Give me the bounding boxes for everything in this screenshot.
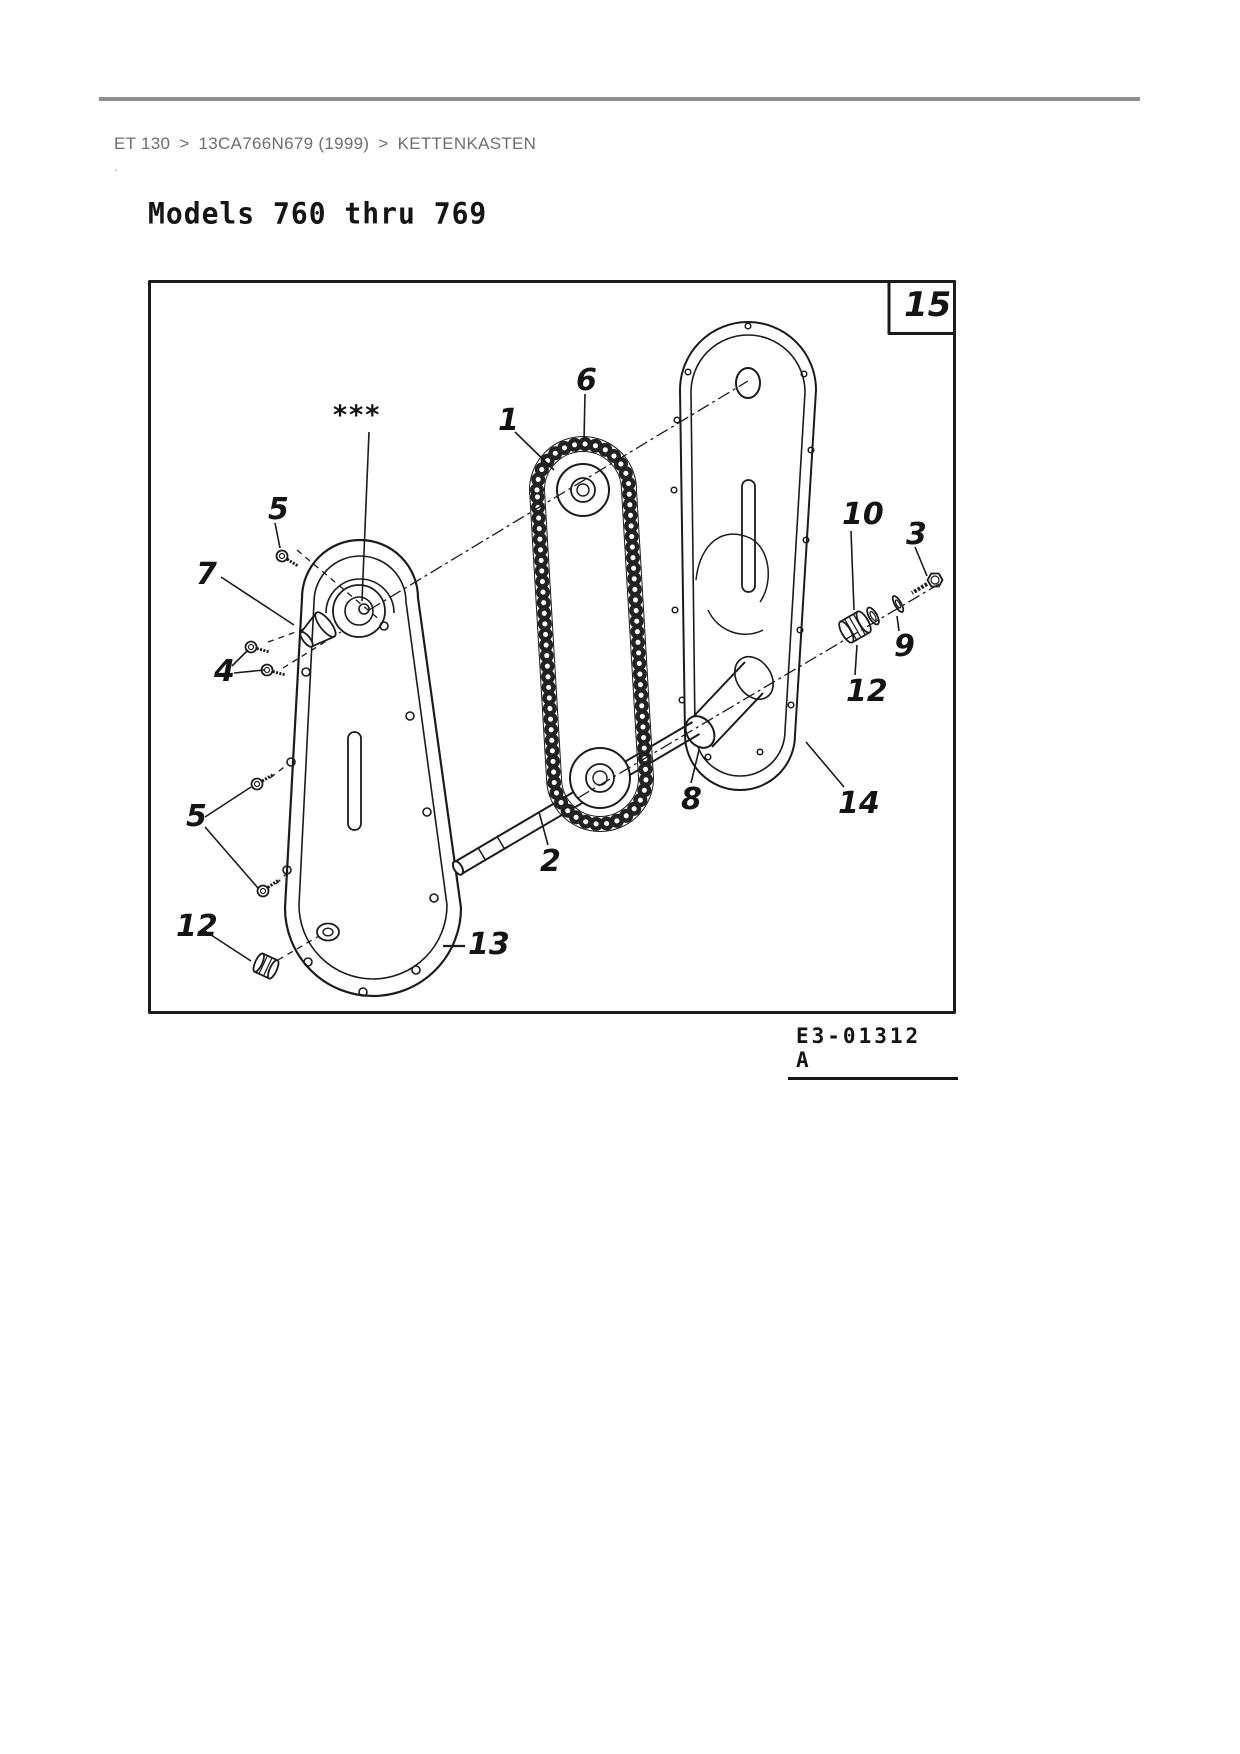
figure-frame [148, 280, 956, 1014]
outer-cover-shape [670, 321, 817, 791]
dashed-leaders [267, 549, 382, 961]
label-leaders [204, 393, 928, 962]
part-label-4: 4 [214, 654, 235, 689]
screw-5-top [275, 549, 299, 568]
part-label-5-top: 5 [268, 492, 289, 527]
part-label-9: 9 [894, 629, 915, 664]
figure-number: 15 [904, 285, 952, 325]
breadcrumb-item-model[interactable]: ET 130 [114, 134, 171, 153]
part-label-1: 1 [498, 403, 519, 438]
drawing-number: E3-01312 A [788, 1024, 958, 1080]
breadcrumb: ET 130 >13CA766N679 (1999) > KETTENKASTEN [114, 134, 536, 154]
part-label-12-left: 12 [176, 909, 218, 944]
top-divider [99, 97, 1140, 101]
inner-cover-rim-holes [282, 621, 439, 997]
breadcrumb-item-serial[interactable]: 13CA766N679 (1999) [198, 134, 370, 153]
outer-cover-rim-holes [670, 322, 815, 761]
bolt-4-a [244, 640, 270, 654]
inner-cover-shape [282, 538, 463, 998]
knurled-bushing-10-12 [838, 610, 872, 644]
diagram-title: Models 760 thru 769 [148, 196, 488, 231]
knurled-nut-12-left [252, 952, 280, 980]
breadcrumb-item-assembly[interactable]: KETTENKASTEN [397, 134, 537, 153]
part-label-10: 10 [842, 497, 884, 532]
left-fasteners [244, 549, 337, 980]
breadcrumb-separator: > [179, 134, 190, 153]
right-fasteners [838, 572, 944, 644]
screw-5-mid [250, 773, 275, 791]
bolt-4-b [260, 663, 286, 677]
screw-5-low [256, 878, 280, 898]
flange-ring [866, 606, 880, 626]
part-label-13: 13 [468, 927, 510, 962]
part-label-8: 8 [681, 782, 702, 817]
part-label-6: 6 [576, 363, 597, 398]
part-label-2: 2 [540, 844, 561, 879]
washer-9 [891, 595, 905, 613]
breadcrumb-separator: > [378, 134, 389, 153]
shaft-shape [451, 721, 701, 876]
center-axes [368, 380, 940, 799]
part-label-12-right: 12 [846, 674, 888, 709]
exploded-view-drawing [148, 280, 956, 1014]
marginal-dot: . [114, 158, 118, 174]
part-label-3: 3 [906, 517, 927, 552]
part-label-7: 7 [196, 557, 217, 592]
part-label-5-lower: 5 [186, 799, 207, 834]
chain-shape [529, 436, 654, 832]
annotation-stars: *** [333, 400, 382, 431]
bolt-3 [910, 572, 944, 595]
exploded-parts-figure: 15 *** 6 1 5 7 4 5 12 13 2 8 14 10 3 9 1… [148, 280, 958, 1080]
part-label-14: 14 [838, 786, 880, 821]
